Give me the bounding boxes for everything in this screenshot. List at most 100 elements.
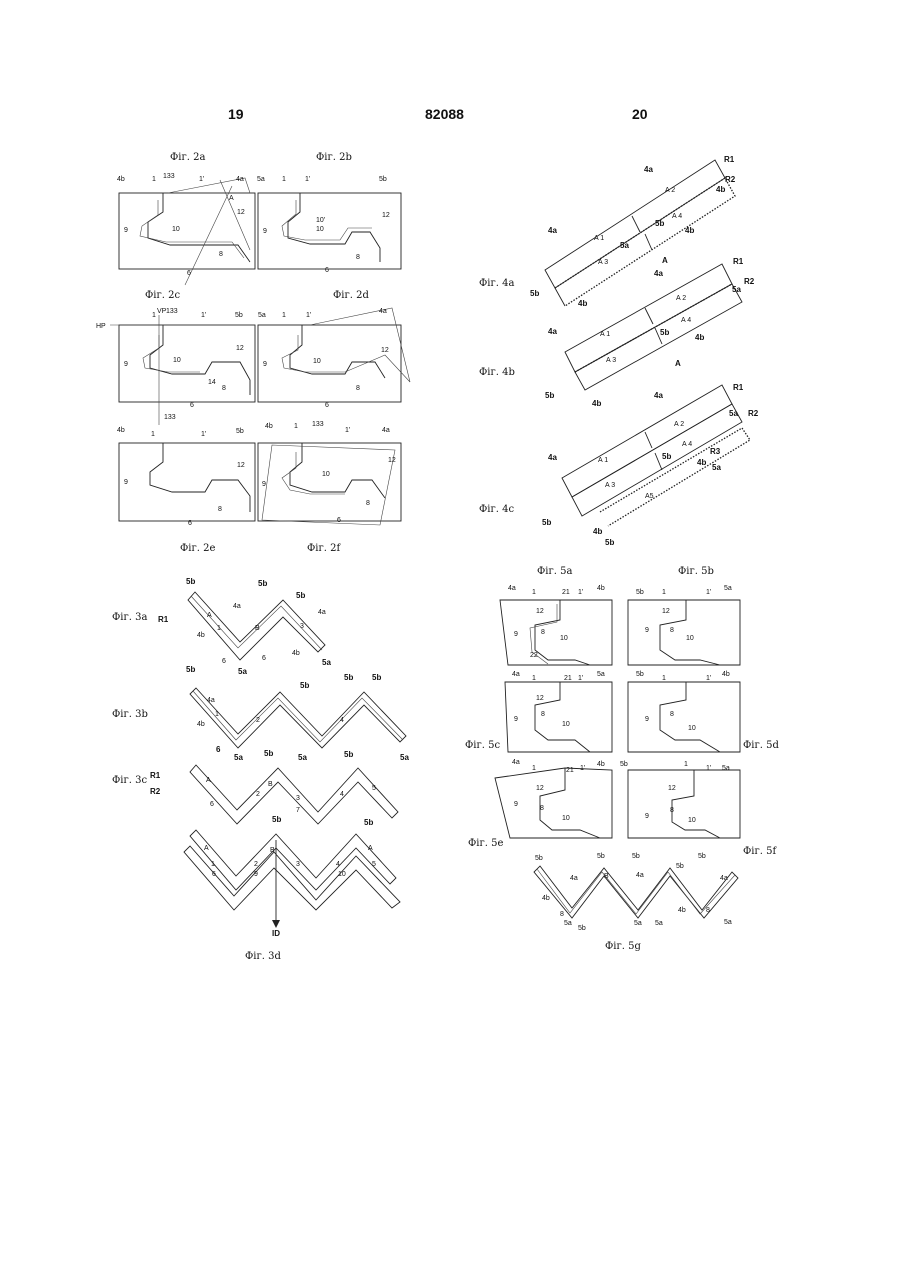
label-1-d: 1 [282,312,286,319]
label-A4-4c: A 4 [682,441,692,448]
label-R2-4c: R2 [748,409,759,418]
label-5a-3b: 5a [234,753,243,762]
label-A3-4b: A 3 [606,357,616,364]
label-B-3d: B [270,847,275,854]
label-A1-4c: A 1 [598,457,608,464]
label-5-3c: 5 [372,785,376,792]
label-4b-5d: 4b [722,671,730,678]
label-14: 14 [208,379,216,386]
label-21-5a: 21 [562,589,570,596]
label-4b-3a-2: 4b [292,650,300,657]
label-4a-3b: 4a [207,697,215,704]
label-4a-5c: 4a [512,671,520,678]
label-4a-4a: 4a [644,165,653,174]
label-133-f: 133 [312,421,324,428]
label-5b-5g-5: 5b [676,863,684,870]
label-21-5c: 21 [564,675,572,682]
figure-3a: 5b R1 A 1 4a 4b 6 5a B 5b 5b 6 4b 3 4a 5… [158,577,331,676]
label-9-5b: 9 [645,627,649,634]
label-5a-3b-3: 5a [400,753,409,762]
label-1: 1 [152,176,156,183]
label-3-3c: 3 [296,795,300,802]
label-1-prime-b: 1' [305,176,310,183]
label-6-c: 6 [190,402,194,409]
label-4a-4c-2: 4a [548,453,557,462]
label-1p-c: 1' [201,312,206,319]
label-4a: 4a [236,176,244,183]
label-9-f: 9 [262,481,266,488]
label-1-5c: 1 [532,675,536,682]
label-1-f: 1 [294,423,298,430]
label-5b-4a-2: 5b [530,289,539,298]
label-12-c: 12 [236,345,244,352]
label-133-e: 133 [164,414,176,421]
label-5b-3b: 5b [186,665,195,674]
label-8-5d: 8 [670,711,674,718]
label-5b-5g: 5b [535,855,543,862]
label-5a-5g-3: 5a [655,920,663,927]
label-R2-3c: R2 [150,787,161,796]
label-5b-3c: 5b [264,749,273,758]
label-4a-3a: 4a [233,603,241,610]
label-9-5f: 9 [645,813,649,820]
label-5a-5g-4: 5a [724,919,732,926]
figure-3c-3d: R1 R2 A 6 2 5b B 3 7 4 5b 5 A 1 6 2 9 5b… [150,749,400,938]
label-A-3c: A [206,777,211,784]
label-8-5e: 8 [540,805,544,812]
label-8-5f: 8 [670,807,674,814]
label-1-3b: 1 [215,711,219,718]
label-4a-5a: 4a [508,585,516,592]
label-10-5f: 10 [688,817,696,824]
label-ID: ID [272,929,280,938]
label-A2-4a: A 2 [665,187,675,194]
label-6-3b: 6 [216,745,221,754]
label-9-5c: 9 [514,716,518,723]
label-10-f: 10 [322,471,330,478]
label-5a-d: 5a [258,312,266,319]
label-5b-3d: 5b [272,815,281,824]
label-4-3d: 4 [336,861,340,868]
label-A1-4a: A 1 [594,235,604,242]
label-R1-4a: R1 [724,155,735,164]
label-4-3b: 4 [340,717,344,724]
label-B-3c: B [268,781,273,788]
label-5b: 5b [379,176,387,183]
label-12: 12 [237,209,245,216]
label-A-3d: A [204,845,209,852]
figure-4a: 4a R1 R2 4b A 2 A 4 4b 5b A 1 A 3 5a A 4… [530,155,736,308]
label-1-prime: 1' [199,176,204,183]
label-5b-3b-3: 5b [344,673,353,682]
label-5a-3b-2: 5a [298,753,307,762]
figure-5g: 5b 4a 4b 8 5a 5b 5b B 5b 4a 5a 5a 5b 5b … [534,853,738,932]
label-3-3d: 3 [296,861,300,868]
label-1-5f: 1 [684,761,688,768]
label-4a-4c: 4a [654,391,663,400]
label-1-5a: 1 [532,589,536,596]
figure-2c-2d: HP VP 133 1 1' 5b 9 10 12 14 8 6 5a 1 1'… [96,308,410,425]
label-5a: 5a [257,176,265,183]
label-6-3d: 6 [212,871,216,878]
label-12-5e: 12 [536,785,544,792]
label-1-c: 1 [152,312,156,319]
label-6-3c: 6 [210,801,214,808]
label-9-3d: 9 [254,871,258,878]
figure-2e-2f: 4b 1 133 1' 5b 9 12 8 6 4b 1 133 1' 4a 1… [117,414,401,527]
label-4a-d: 4a [379,308,387,315]
label-10-c: 10 [173,357,181,364]
label-R1-4c: R1 [733,383,744,392]
label-5b-4c: 5b [662,452,671,461]
label-4a-4b: 4a [654,269,663,278]
label-A1-4b: A 1 [600,331,610,338]
label-A4-4b: A 4 [681,317,691,324]
label-5b-3b-4: 5b [372,673,381,682]
label-A: A [229,195,234,202]
label-4a-5e: 4a [512,759,520,766]
label-4a-5g-2: 4a [636,872,644,879]
label-3-3a: 3 [300,623,304,630]
label-9-e: 9 [124,479,128,486]
label-5a-4c: 5a [729,409,738,418]
label-5b-c: 5b [235,312,243,319]
label-12-e: 12 [237,462,245,469]
label-6-f: 6 [337,517,341,524]
label-12-5f: 12 [668,785,676,792]
